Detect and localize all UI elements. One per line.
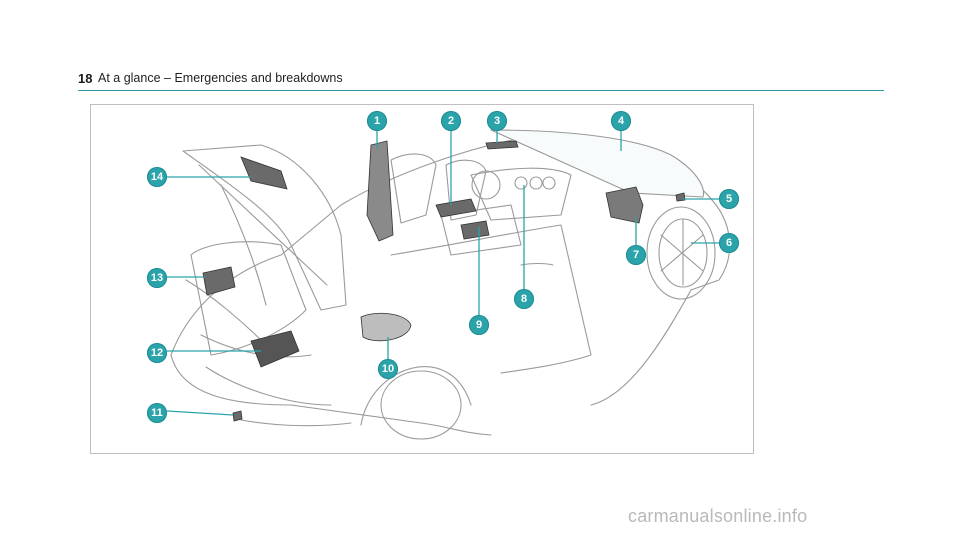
callout-2: 2 — [441, 111, 461, 131]
callout-1: 1 — [367, 111, 387, 131]
callout-9: 9 — [469, 315, 489, 335]
callout-6: 6 — [719, 233, 739, 253]
callout-14: 14 — [147, 167, 167, 187]
page-header: 18 At a glance – Emergencies and breakdo… — [78, 70, 884, 91]
page-title: At a glance – Emergencies and breakdowns — [98, 71, 343, 85]
callout-4: 4 — [611, 111, 631, 131]
callout-13: 13 — [147, 268, 167, 288]
callout-11: 11 — [147, 403, 167, 423]
callout-12: 12 — [147, 343, 167, 363]
callout-3: 3 — [487, 111, 507, 131]
callout-8: 8 — [514, 289, 534, 309]
page-number: 18 — [78, 71, 93, 86]
watermark-text: carmanualsonline.info — [628, 506, 808, 526]
callout-5: 5 — [719, 189, 739, 209]
callout-10: 10 — [378, 359, 398, 379]
callout-7: 7 — [626, 245, 646, 265]
car-illustration — [166, 129, 731, 440]
car-illustration-figure: 1 2 3 4 5 6 7 8 9 10 11 12 13 14 — [90, 104, 754, 454]
